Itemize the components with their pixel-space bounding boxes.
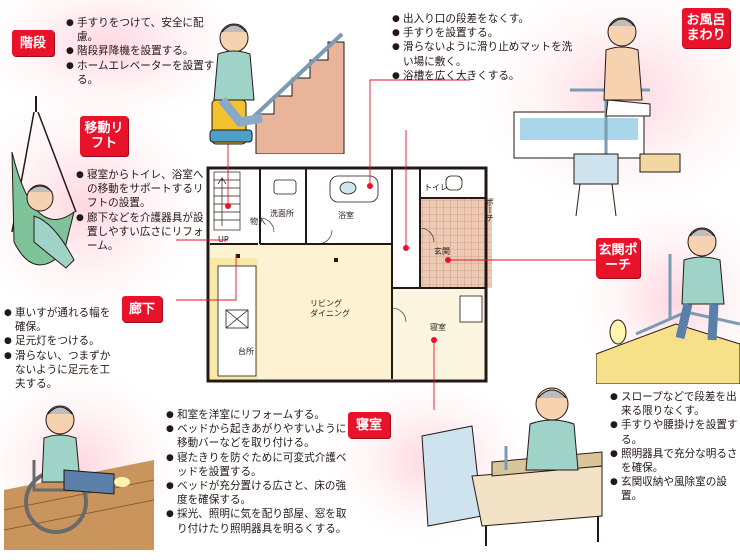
wheelchair-illustration: [4, 405, 154, 550]
room-porch: ポーチ: [486, 198, 495, 222]
note-item: 寝室からトイレ、浴室への移動をサポートするリフトの設置。: [76, 168, 204, 211]
stair-lift-illustration: [209, 23, 345, 154]
mobility-lift-illustration: [11, 96, 77, 269]
stairs-plan: [213, 171, 241, 231]
note-item: 玄関収納や風除室の設置。: [610, 475, 738, 503]
notes-entrance: スロープなどで段差を出来る限りなくす。 手すりや腰掛けを設置する。 照明器具で充…: [610, 390, 738, 504]
note-item: 車いすが通れる幅を確保。: [4, 306, 120, 334]
room-toilet: トイレ: [424, 183, 448, 192]
note-item: 和室を洋室にリフォームする。: [166, 408, 354, 422]
note-item: 手すりや腰掛けを設置する。: [610, 418, 738, 446]
stairs-up-label: UP: [218, 235, 229, 244]
floor-plan: 物入 洗面所 浴室 トイレ ポーチ 玄関 リビングダイニング 台所 寝室 UP: [206, 166, 495, 383]
note-item: スロープなどで段差を出来る限りなくす。: [610, 390, 738, 418]
note-item: ベッドから起きあがりやすいように移動バーなどを取り付ける。: [166, 422, 354, 450]
note-item: 滑らないように滑り止めマットを洗い場に敷く。: [392, 40, 578, 68]
fixtures: [217, 175, 483, 377]
note-item: 照明器具で充分な明るさを確保。: [610, 447, 738, 475]
badge-hallway: 廊下: [122, 296, 162, 322]
bed-illustration: [421, 387, 603, 546]
notes-stairs: 手すりをつけて、安全に配慮。 階段昇降機を設置する。 ホームエレベーターを設置す…: [66, 16, 216, 87]
room-bedroom: 寝室: [430, 322, 446, 332]
note-item: 足元灯をつける。: [4, 334, 120, 348]
note-item: 滑らない、つまずかないように足元を工夫する。: [4, 349, 120, 392]
note-item: ホームエレベーターを設置する。: [66, 59, 216, 87]
notes-bedroom: 和室を洋室にリフォームする。 ベッドから起きあがりやすいように移動バーなどを取り…: [166, 408, 354, 536]
note-item: 手すりをつけて、安全に配慮。: [66, 16, 216, 44]
badge-lift: 移動リフト: [80, 116, 128, 156]
note-item: 寝たきりを防ぐために可変式介護ベッドを設置する。: [166, 451, 354, 479]
entrance-illustration: [596, 227, 740, 384]
note-item: 採光、照明に気を配り部屋、窓を取り付けたり照明器具を明るくする。: [166, 507, 354, 535]
notes-bath: 出入り口の段差をなくす。 手すりを設置する。 滑らないように滑り止めマットを洗い…: [392, 12, 578, 83]
room-living: リビングダイニング: [310, 298, 350, 318]
room-kitchen: 台所: [238, 346, 254, 356]
note-item: 階段昇降機を設置する。: [66, 44, 216, 58]
badge-stairs: 階段: [12, 30, 54, 56]
notes-hallway: 車いすが通れる幅を確保。 足元灯をつける。 滑らない、つまずかないように足元を工…: [4, 306, 120, 391]
badge-bedroom: 寝室: [348, 412, 390, 438]
note-item: 廊下などを介護器具が設置しやすい広さにリフォーム。: [76, 211, 204, 254]
note-item: 浴槽を広く大きくする。: [392, 69, 578, 83]
room-washroom: 洗面所: [270, 208, 294, 218]
note-item: 手すりを設置する。: [392, 26, 578, 40]
badge-entrance: 玄関ポーチ: [596, 238, 640, 278]
room-storage: 物入: [250, 216, 266, 226]
room-bathroom: 浴室: [338, 210, 354, 220]
bath-illustration: [513, 17, 681, 217]
badge-bath: お風呂まわり: [682, 8, 730, 48]
note-item: 出入り口の段差をなくす。: [392, 12, 578, 26]
note-item: ベッドが充分置ける広さと、床の強度を確保する。: [166, 479, 354, 507]
notes-lift: 寝室からトイレ、浴室への移動をサポートするリフトの設置。 廊下などを介護器具が設…: [76, 168, 204, 253]
room-entrance: 玄関: [434, 246, 450, 256]
